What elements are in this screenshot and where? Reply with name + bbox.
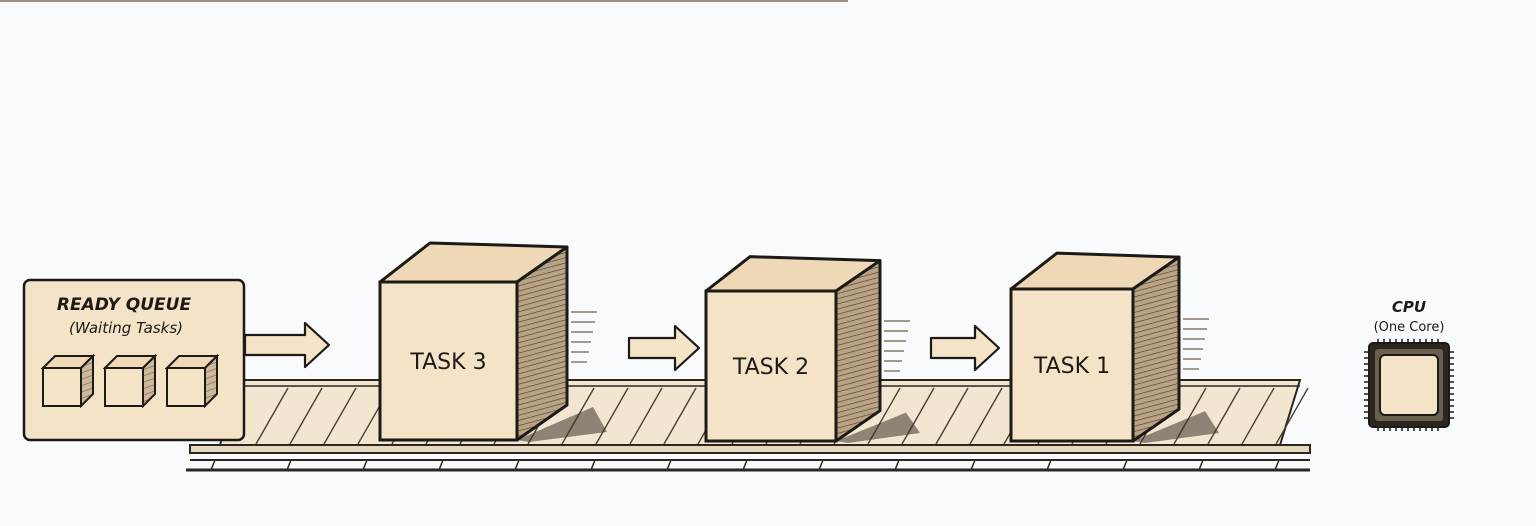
ready-queue-subtitle: (Waiting Tasks) [69, 319, 183, 337]
cpu-title: CPU [1392, 298, 1426, 316]
flow-arrow [929, 324, 1001, 372]
cube-side-face [1131, 255, 1181, 443]
cube-front-face [1009, 287, 1135, 443]
task-cube: TASK 1 [1009, 251, 1219, 443]
waiting-task-box [40, 353, 96, 409]
flow-arrow [243, 321, 331, 369]
waiting-task-box [102, 353, 158, 409]
cube-front-face [378, 280, 519, 442]
task-label: TASK 3 [409, 350, 486, 375]
ready-queue-title: READY QUEUE [57, 295, 192, 315]
flow-arrow [627, 324, 701, 372]
ready-queue-panel: READY QUEUE (Waiting Tasks) [22, 278, 246, 442]
cube-front-face [704, 289, 838, 443]
task-label: TASK 2 [732, 355, 809, 380]
task-cubes: TASK 3 TASK 2 TASK 1 [378, 241, 1219, 443]
cube-side-face [834, 259, 882, 443]
task-label: TASK 1 [1033, 354, 1110, 379]
cpu-chip: CPU (One Core) [1364, 298, 1454, 431]
cpu-subtitle: (One Core) [1374, 320, 1445, 335]
cube-shadow [517, 407, 607, 442]
task-cube: TASK 3 [378, 241, 607, 442]
cube-shadow [836, 412, 920, 443]
task-cube: TASK 2 [704, 255, 920, 443]
flow-arrows [243, 321, 1001, 372]
cpu-die [1379, 354, 1439, 416]
cube-shadow [1133, 411, 1219, 443]
cube-side-face [515, 245, 569, 442]
waiting-task-box [164, 353, 220, 409]
waiting-task-boxes [40, 353, 220, 409]
